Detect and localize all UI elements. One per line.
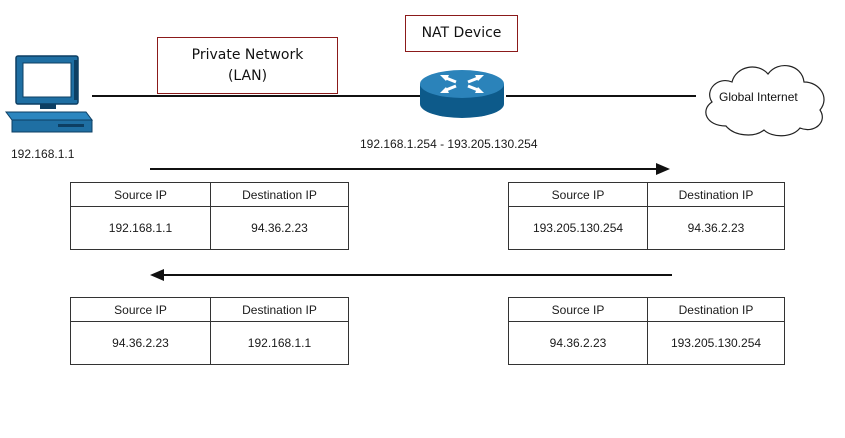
header-source-ip: Source IP bbox=[508, 182, 648, 207]
header-source-ip: Source IP bbox=[508, 297, 648, 322]
destination-ip-value: 94.36.2.23 bbox=[210, 206, 349, 250]
router-icon bbox=[420, 70, 504, 118]
outbound-wan-table: Source IP Destination IP 193.205.130.254… bbox=[508, 182, 785, 250]
cloud-icon bbox=[705, 65, 825, 137]
source-ip-value: 192.168.1.1 bbox=[70, 206, 211, 250]
nat-device-box: NAT Device bbox=[405, 15, 518, 52]
source-ip-value: 94.36.2.23 bbox=[508, 321, 648, 365]
private-network-box: Private Network (LAN) bbox=[157, 37, 338, 94]
nat-device-title: NAT Device bbox=[421, 25, 502, 41]
header-destination-ip: Destination IP bbox=[647, 297, 785, 322]
header-source-ip: Source IP bbox=[70, 182, 211, 207]
router-ip-label: 192.168.1.254 - 193.205.130.254 bbox=[360, 137, 538, 151]
header-source-ip: Source IP bbox=[70, 297, 211, 322]
header-destination-ip: Destination IP bbox=[210, 297, 349, 322]
destination-ip-value: 193.205.130.254 bbox=[647, 321, 785, 365]
header-destination-ip: Destination IP bbox=[647, 182, 785, 207]
inbound-arrow bbox=[150, 269, 672, 281]
private-network-subtitle: (LAN) bbox=[227, 67, 268, 84]
inbound-lan-table: Source IP Destination IP 94.36.2.23 192.… bbox=[70, 297, 349, 365]
outbound-lan-table: Source IP Destination IP 192.168.1.1 94.… bbox=[70, 182, 349, 250]
cloud-label: Global Internet bbox=[719, 90, 798, 104]
outbound-arrow bbox=[150, 163, 670, 175]
source-ip-value: 94.36.2.23 bbox=[70, 321, 211, 365]
pc-ip-label: 192.168.1.1 bbox=[11, 147, 75, 161]
destination-ip-value: 192.168.1.1 bbox=[210, 321, 349, 365]
inbound-wan-table: Source IP Destination IP 94.36.2.23 193.… bbox=[508, 297, 785, 365]
computer-icon bbox=[5, 55, 93, 133]
destination-ip-value: 94.36.2.23 bbox=[647, 206, 785, 250]
header-destination-ip: Destination IP bbox=[210, 182, 349, 207]
source-ip-value: 193.205.130.254 bbox=[508, 206, 648, 250]
private-network-title: Private Network bbox=[191, 46, 304, 63]
